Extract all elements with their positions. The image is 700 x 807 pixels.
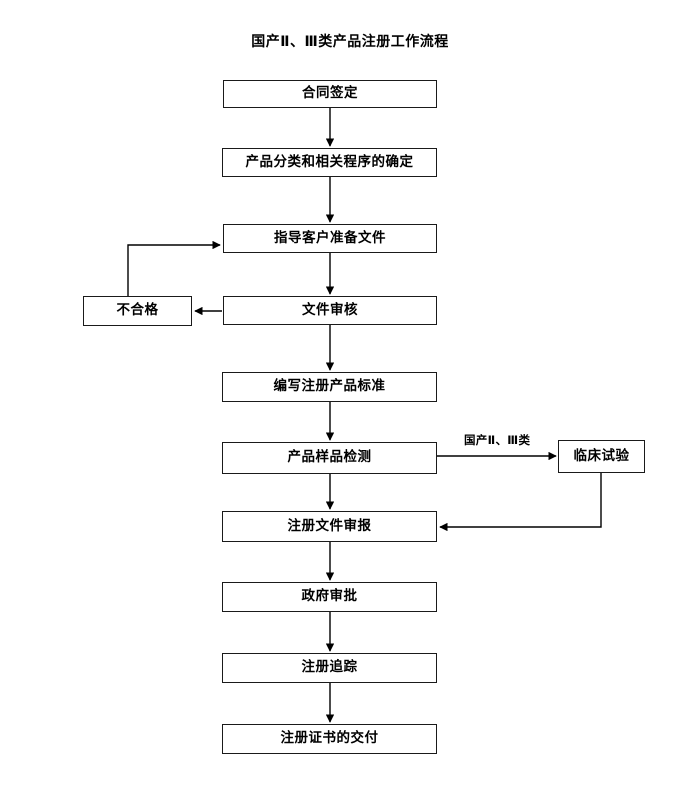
node-clinical-trial[interactable]: 临床试验 (558, 440, 645, 473)
node-registration-dossier-submission[interactable]: 注册文件审报 (222, 511, 437, 542)
node-label: 不合格 (116, 302, 159, 319)
node-label: 政府审批 (301, 588, 358, 605)
node-write-registration-standard[interactable]: 编写注册产品标准 (222, 372, 437, 402)
node-label: 文件审核 (302, 301, 358, 318)
node-label: 临床试验 (573, 447, 630, 464)
connector-n5-n3-feedback (127, 240, 221, 296)
node-label: 产品样品检测 (287, 449, 372, 466)
page-title: 国产Ⅱ、Ⅲ类产品注册工作流程 (251, 34, 449, 50)
edge-label-domestic-class-2-3: 国产Ⅱ、Ⅲ类 (464, 433, 531, 447)
node-registration-tracking[interactable]: 注册追踪 (222, 653, 437, 683)
node-label: 注册证书的交付 (280, 730, 379, 747)
node-sample-testing[interactable]: 产品样品检测 (222, 442, 437, 474)
node-government-approval[interactable]: 政府审批 (222, 582, 437, 612)
node-label: 合同签定 (302, 85, 358, 102)
connector-n8-n9 (439, 473, 602, 532)
node-label: 注册文件审报 (287, 517, 372, 534)
node-label: 产品分类和相关程序的确定 (245, 153, 414, 170)
node-label: 指导客户准备文件 (274, 229, 386, 246)
node-label: 编写注册产品标准 (273, 378, 386, 395)
node-product-classification[interactable]: 产品分类和相关程序的确定 (222, 148, 437, 177)
node-label: 注册追踪 (301, 659, 358, 676)
node-contract-signing[interactable]: 合同签定 (223, 80, 437, 108)
node-unqualified[interactable]: 不合格 (83, 296, 192, 326)
node-document-review[interactable]: 文件审核 (223, 296, 437, 325)
node-certificate-delivery[interactable]: 注册证书的交付 (222, 724, 437, 754)
node-guide-client-documents[interactable]: 指导客户准备文件 (223, 224, 437, 253)
